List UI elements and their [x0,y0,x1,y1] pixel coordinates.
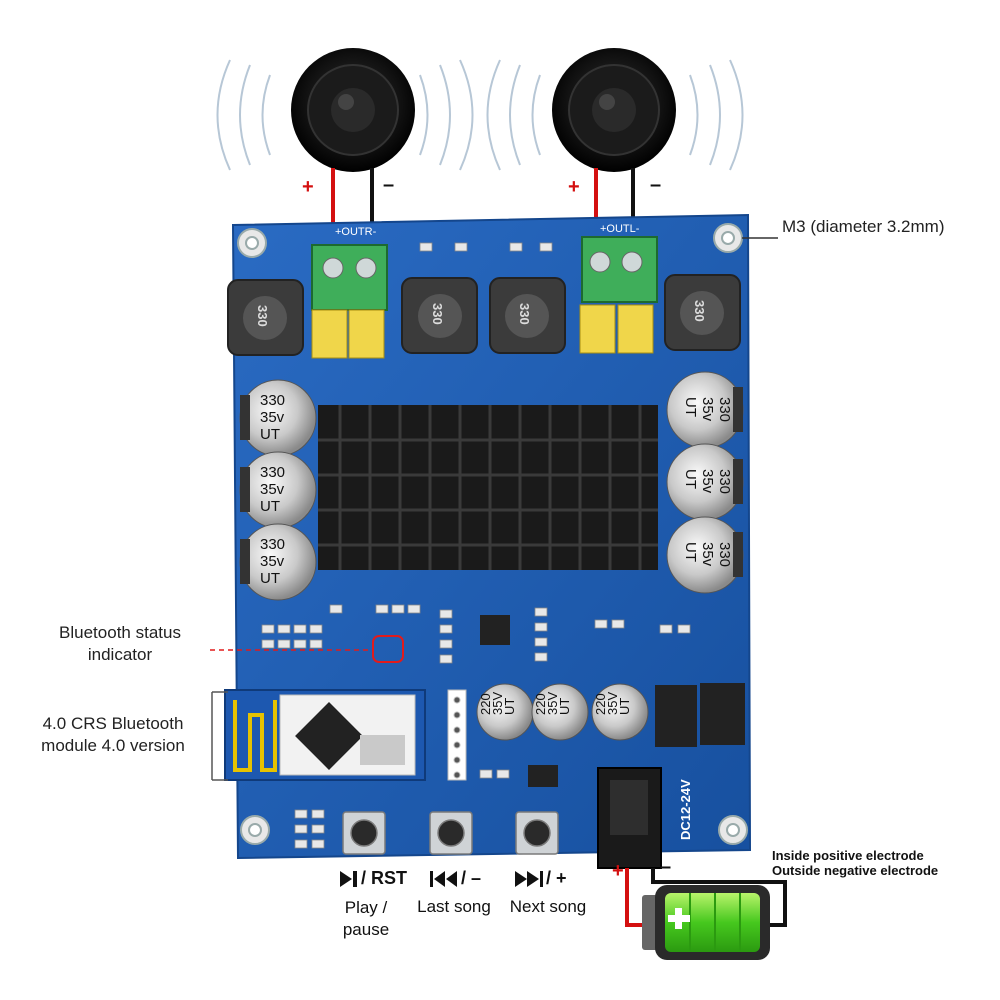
play-pause-symbol-text: / RST [361,868,408,888]
battery-polarity-line1: Inside positive electrode [772,848,924,863]
terminal-block-left [311,244,388,311]
capacitor-value-text: 35v [260,553,285,570]
bluetooth-module-annotation: 4.0 CRS Bluetooth module 4.0 version [18,713,208,757]
next-song-symbol [515,871,543,887]
pin-header [447,689,467,781]
heatsink-fins [318,405,658,570]
capacitor-value-text: 330 [260,536,285,553]
small-capacitor-value-text: UT [617,698,632,715]
small-transistor [528,765,558,787]
small-capacitor-value-text: 35V [490,692,505,715]
small-capacitor-value-text: 35V [605,692,620,715]
diode [700,683,745,745]
battery-polarity-annotation: Inside positive electrode Outside negati… [772,848,938,878]
amp-chip [480,615,510,645]
last-song-symbol-text: / – [461,868,482,888]
play-pause-caption: Play / pause [320,897,412,941]
play-pause-caption-line1: Play / [344,898,388,917]
mounting-holes [237,223,748,845]
last-song-symbol [430,871,457,887]
right-plus-marker: + [568,176,580,198]
mount-hole-annotation: M3 (diameter 3.2mm) [782,217,945,236]
heatsink [318,405,658,570]
left-plus-marker: + [302,176,314,198]
pcb-silkscreen: +OUTR- +OUTL- [335,223,640,238]
play-pause-symbol [340,871,357,887]
small-capacitor-value-text: UT [557,698,572,715]
right-minus-marker: – [650,174,662,196]
bluetooth-module-bracket [211,691,228,781]
film-capacitors [311,304,654,359]
output-left-silkscreen: +OUTR- [335,226,377,238]
capacitor-value-text: 330 [716,397,733,422]
electrolytic-capacitors [239,371,744,601]
left-minus-marker: – [383,174,395,196]
next-song-symbol-text: / + [546,868,567,888]
inductor-value-text: 330 [255,305,270,327]
capacitor-value-text: UT [682,469,699,489]
bluetooth-status-line1: Bluetooth status [59,623,181,642]
capacitor-value-text: 35v [699,542,716,567]
battery-polarity-line2: Outside negative electrode [772,863,939,878]
smd-components [261,242,691,849]
capacitor-value-text: UT [260,570,280,587]
power-plus-marker: + [612,860,624,882]
small-capacitor-value-text: 220 [478,693,493,715]
capacitor-value-text: 35v [699,469,716,494]
capacitor-value-text: 35v [699,397,716,422]
bluetooth-status-annotation: Bluetooth status indicator [30,622,210,666]
inductor-value-text: 330 [430,303,445,325]
bluetooth-module [224,689,426,781]
terminal-block-right [581,236,658,303]
voltage-regulator [655,685,697,747]
capacitor-value-text: 330 [716,469,733,494]
sound-waves-left [216,59,474,171]
right-speaker [552,48,676,172]
output-right-silkscreen: +OUTL- [600,223,640,235]
small-capacitor-value-text: 220 [593,693,608,715]
capacitor-value-text: UT [682,397,699,417]
capacitor-value-text: 330 [716,542,733,567]
inductor-value-text: 330 [692,300,707,322]
sound-waves-right [486,59,744,171]
capacitor-value-text: 35v [260,409,285,426]
next-song-caption: Next song [509,897,587,916]
bluetooth-module-line1: 4.0 CRS Bluetooth [42,714,184,733]
capacitor-value-text: 330 [260,392,285,409]
dc-voltage-silkscreen: DC12-24V [678,779,693,840]
capacitor-value-text: UT [260,426,280,443]
capacitor-value-text: UT [682,542,699,562]
capacitor-value-text: 330 [260,464,285,481]
bluetooth-module-line2: module 4.0 version [41,736,185,755]
left-speaker [291,48,415,172]
small-capacitor-value-text: 35V [545,692,560,715]
play-pause-caption-line2: pause [342,920,390,939]
power-minus-marker: – [660,856,672,878]
bluetooth-status-line2: indicator [87,645,153,664]
inductor-value-text: 330 [517,303,532,325]
capacitor-value-text: UT [260,498,280,515]
small-capacitor-value-text: 220 [533,693,548,715]
capacitor-value-text: 35v [260,481,285,498]
battery-icon [642,885,770,960]
bluetooth-status-led-highlight [372,635,404,663]
small-capacitor-value-text: UT [502,698,517,715]
small-capacitors [476,683,649,741]
last-song-caption: Last song [417,897,491,916]
tactile-buttons [342,811,559,855]
